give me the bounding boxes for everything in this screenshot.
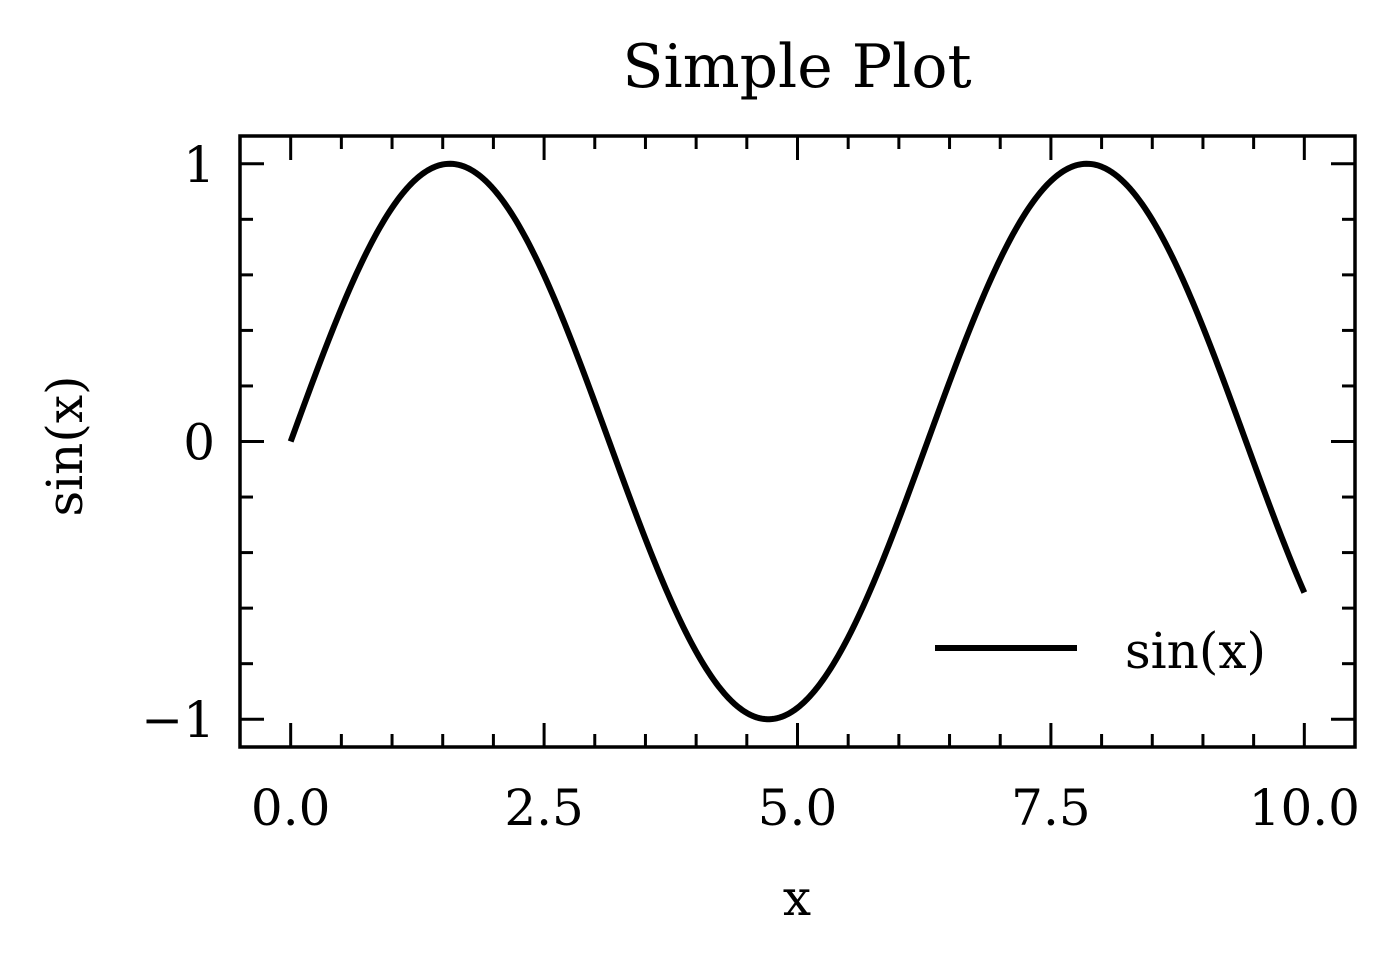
- y-tick-label: −1: [141, 691, 215, 749]
- series-layer: [287, 160, 1308, 723]
- y-tick-label: 0: [183, 414, 215, 472]
- legend-label-sin: sin(x): [1125, 622, 1266, 680]
- y-axis-label: sin(x): [36, 375, 94, 516]
- x-tick-label: 0.0: [251, 779, 331, 837]
- x-tick-label: 2.5: [504, 779, 584, 837]
- x-tick-label: 10.0: [1249, 779, 1360, 837]
- series-line-sin: [287, 160, 1308, 723]
- y-tick-label: 1: [183, 136, 215, 194]
- chart-title: Simple Plot: [622, 32, 971, 102]
- x-axis-label: x: [783, 869, 811, 927]
- axis-ticks: [240, 136, 1355, 747]
- x-tick-label: 5.0: [758, 779, 838, 837]
- legend: sin(x): [935, 622, 1266, 680]
- x-tick-label: 7.5: [1011, 779, 1091, 837]
- tick-labels: 0.0 2.5 5.0 7.5 10.0 −1 0 1: [141, 136, 1360, 837]
